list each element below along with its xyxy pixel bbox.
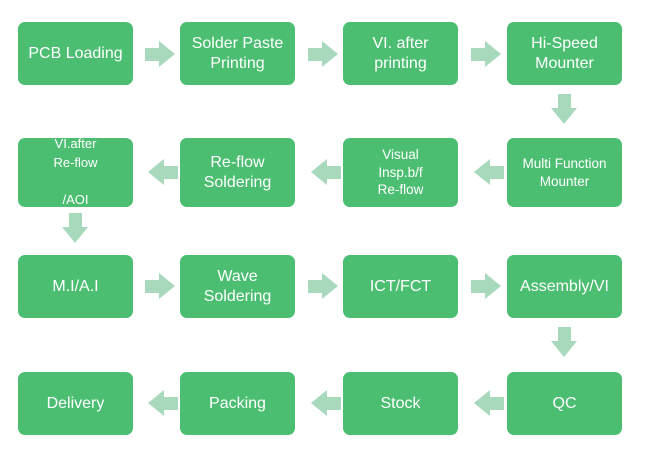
arrow-head — [311, 159, 327, 185]
arrow-right-icon — [308, 41, 341, 68]
node-re-flow-soldering[interactable]: Re-flow Soldering — [180, 138, 295, 207]
node-wave-soldering[interactable]: Wave Soldering — [180, 255, 295, 318]
arrow-right-icon — [308, 273, 341, 300]
node-ict-fct[interactable]: ICT/FCT — [343, 255, 458, 318]
arrow-head — [148, 159, 164, 185]
node-visual-insp-bf-reflow[interactable]: Visual Insp.b/f Re-flow — [343, 138, 458, 207]
arrow-head — [551, 108, 577, 124]
arrow-down-icon — [551, 94, 578, 127]
arrow-left-icon — [471, 159, 504, 186]
arrow-stem — [324, 166, 341, 179]
node-packing[interactable]: Packing — [180, 372, 295, 435]
node-qc[interactable]: QC — [507, 372, 622, 435]
arrow-head — [62, 227, 88, 243]
node-assembly-vi[interactable]: Assembly/VI — [507, 255, 622, 318]
node-delivery[interactable]: Delivery — [18, 372, 133, 435]
arrow-left-icon — [471, 390, 504, 417]
arrow-right-icon — [471, 41, 504, 68]
arrow-head — [322, 41, 338, 67]
arrow-head — [485, 41, 501, 67]
arrow-stem — [145, 48, 162, 61]
arrow-right-icon — [145, 273, 178, 300]
node-vi-after-printing[interactable]: VI. after printing — [343, 22, 458, 85]
node-stock[interactable]: Stock — [343, 372, 458, 435]
arrow-head — [322, 273, 338, 299]
arrow-down-icon — [551, 327, 578, 360]
arrow-down-icon — [62, 213, 89, 246]
arrow-left-icon — [308, 159, 341, 186]
arrow-right-icon — [145, 41, 178, 68]
arrow-head — [148, 390, 164, 416]
arrow-head — [551, 341, 577, 357]
node-multi-function-mounter[interactable]: Multi Function Mounter — [507, 138, 622, 207]
arrow-head — [474, 159, 490, 185]
arrow-stem — [308, 48, 325, 61]
arrow-head — [485, 273, 501, 299]
node-pcb-loading[interactable]: PCB Loading — [18, 22, 133, 85]
arrow-head — [159, 41, 175, 67]
arrow-head — [159, 273, 175, 299]
node-mi-ai[interactable]: M.I/A.I — [18, 255, 133, 318]
arrow-stem — [324, 397, 341, 410]
arrow-left-icon — [308, 390, 341, 417]
arrow-stem — [69, 213, 82, 230]
arrow-left-icon — [145, 159, 178, 186]
arrow-stem — [161, 166, 178, 179]
arrow-left-icon — [145, 390, 178, 417]
node-solder-paste-printing[interactable]: Solder Paste Printing — [180, 22, 295, 85]
arrow-stem — [558, 327, 571, 344]
arrow-stem — [308, 280, 325, 293]
arrow-stem — [471, 280, 488, 293]
arrow-head — [474, 390, 490, 416]
arrow-stem — [471, 48, 488, 61]
arrow-stem — [487, 397, 504, 410]
arrow-right-icon — [471, 273, 504, 300]
node-hi-speed-mounter[interactable]: Hi-Speed Mounter — [507, 22, 622, 85]
arrow-stem — [145, 280, 162, 293]
arrow-head — [311, 390, 327, 416]
arrow-stem — [161, 397, 178, 410]
node-vi-after-reflow-aoi[interactable]: VI.after Re-flow /AOI — [18, 136, 133, 207]
arrow-stem — [487, 166, 504, 179]
arrow-stem — [558, 94, 571, 111]
